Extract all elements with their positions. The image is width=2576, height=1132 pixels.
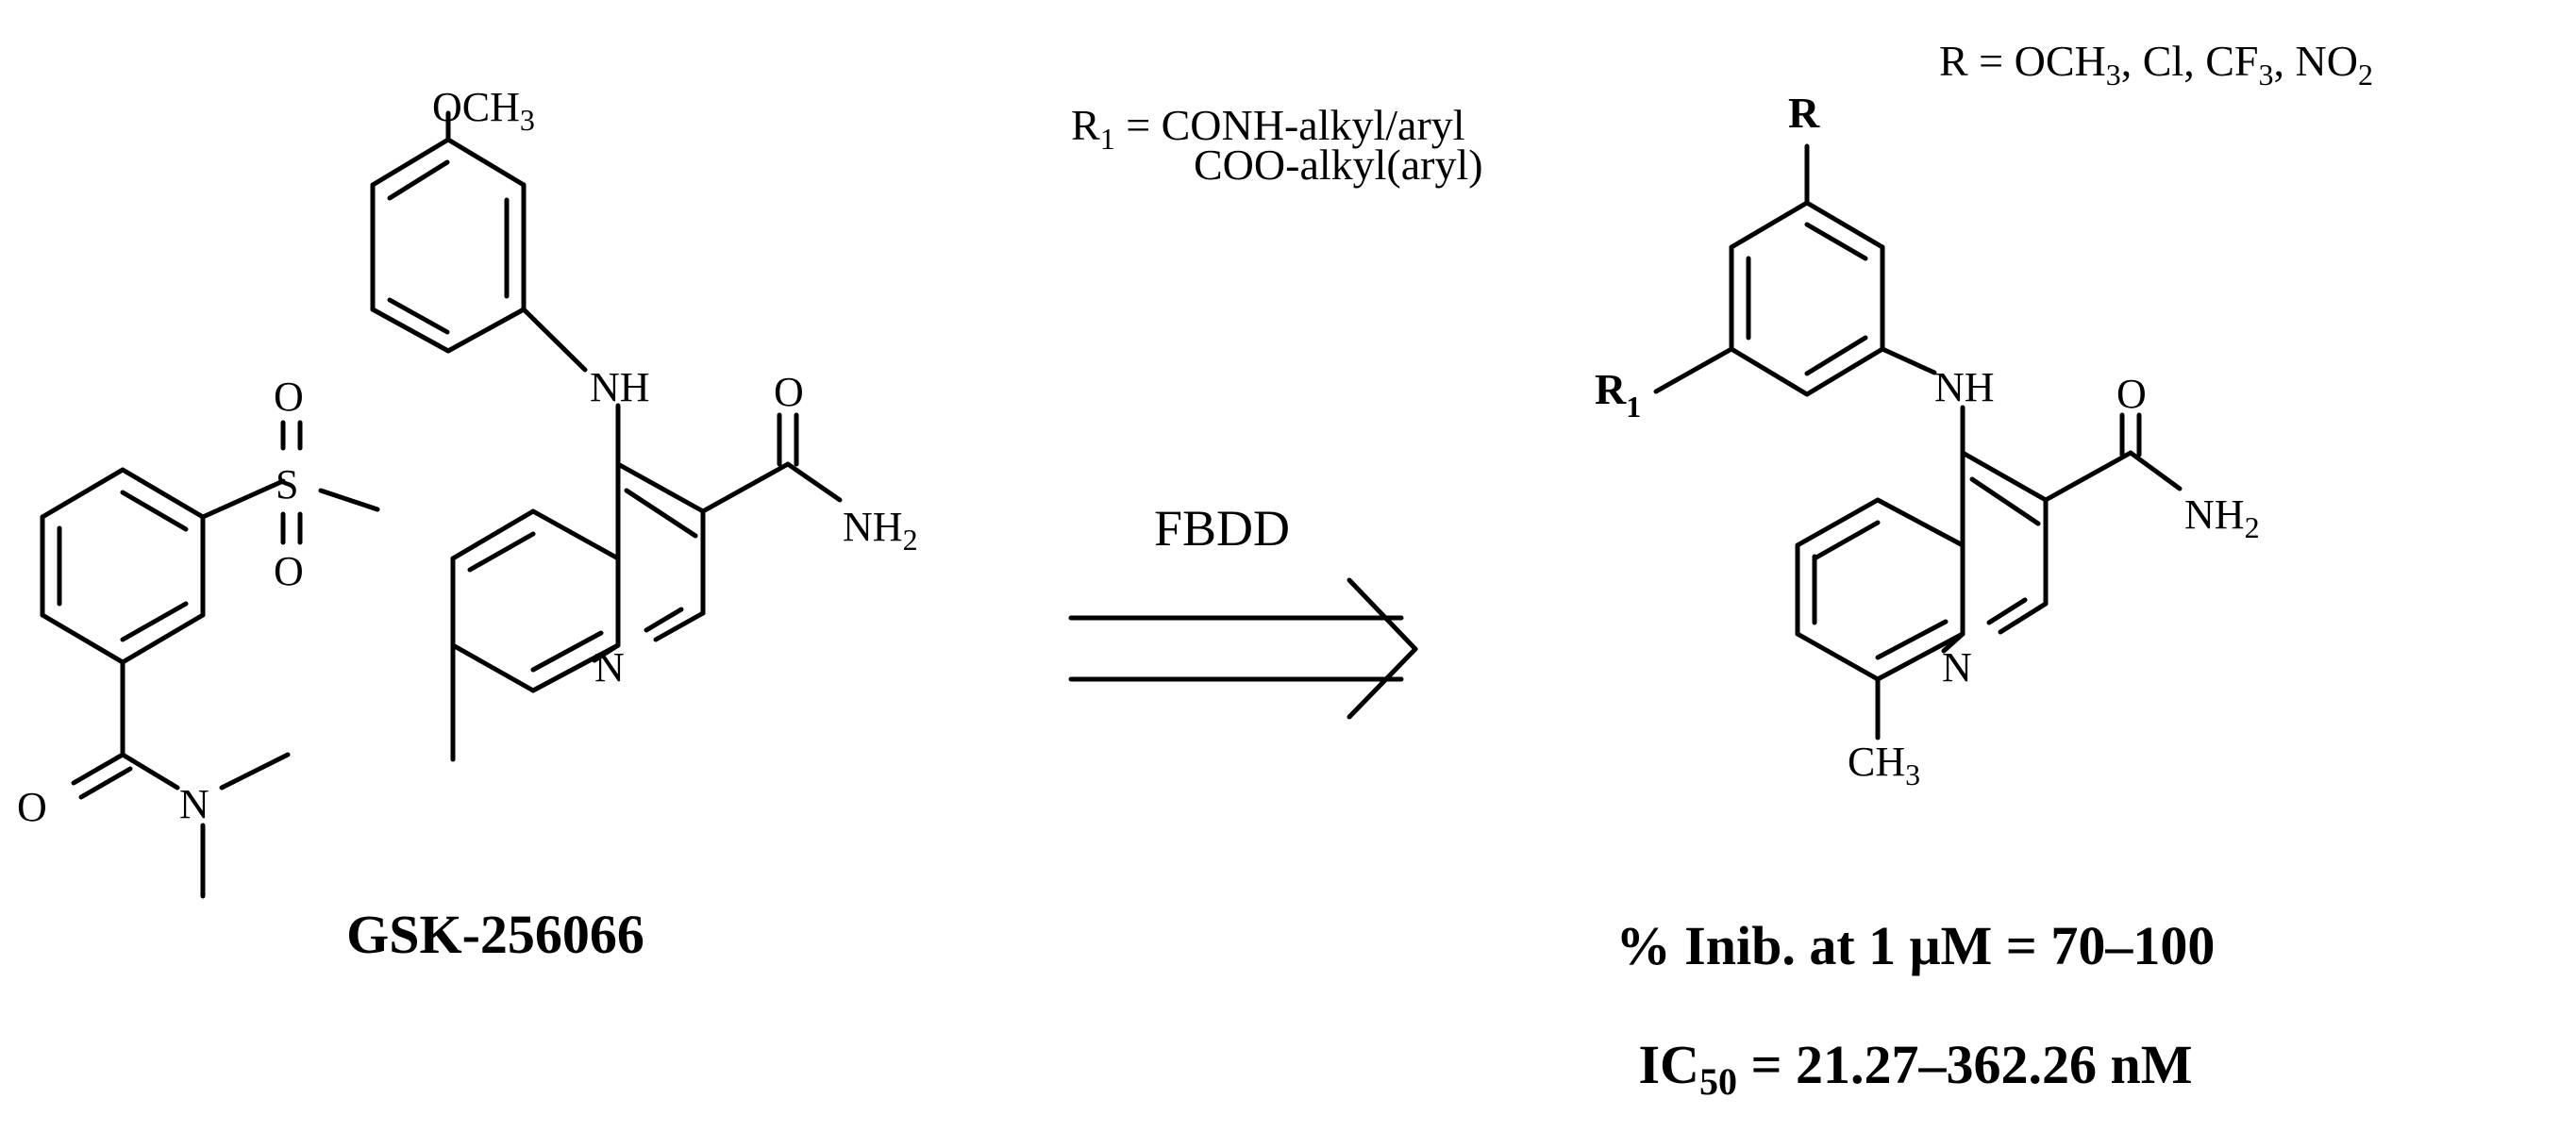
r-definition-text: R = OCH3, Cl, CF3, NO2 [1939, 37, 2373, 92]
amide-nh2-label: NH2 [843, 504, 918, 557]
dimethylamide-nitrogen-label: N [179, 781, 209, 827]
r1-substituent-label: R1 [1595, 365, 1641, 424]
right-molecule-bonds [1653, 143, 2183, 741]
right-amide-nh2-label: NH2 [2184, 491, 2260, 544]
right-methyl-label: CH3 [1848, 739, 1920, 791]
right-amine-nh-label: NH [1934, 364, 1995, 410]
amide-oxygen-label: O [774, 369, 804, 415]
quinoline-nitrogen-label: N [594, 644, 625, 691]
sulfonyl-oxygen-bottom-label: O [274, 548, 304, 594]
ic50-result: IC50 = 21.27–362.26 nM [1638, 1034, 2192, 1103]
double-arrow-shape [1068, 577, 1418, 720]
right-molecule: R R1 NH O NH2 N CH3 [1595, 89, 2260, 791]
inhibition-result: % Inib. at 1 μM = 70–100 [1616, 915, 2216, 976]
right-quinoline-nitrogen-label: N [1942, 644, 1972, 691]
r-definition: R = OCH3, Cl, CF3, NO2 [1939, 37, 2373, 92]
r-substituent-label: R [1788, 89, 1820, 137]
methoxy-label: OCH3 [432, 84, 535, 137]
amine-nh-label: NH [590, 364, 650, 410]
sulfonyl-oxygen-top-label: O [274, 374, 304, 420]
right-amide-oxygen-label: O [2116, 371, 2147, 417]
left-molecule-bonds [40, 110, 843, 899]
r1-definition: R1 = CONH-alkyl/aryl COO-alkyl(aryl) [1071, 101, 1483, 189]
retrosynthetic-arrow: FBDD [1068, 500, 1418, 720]
r1-definition-line1: R1 = CONH-alkyl/aryl [1071, 101, 1465, 156]
r1-definition-line2: COO-alkyl(aryl) [1194, 141, 1483, 189]
left-molecule: OCH3 NH O NH2 N S O O O N GSK-256066 [17, 84, 918, 965]
arrow-label: FBDD [1154, 500, 1290, 557]
activity-results: % Inib. at 1 μM = 70–100 IC50 = 21.27–36… [1616, 915, 2216, 1103]
sulfur-label: S [276, 461, 298, 508]
left-compound-name: GSK-256066 [346, 904, 644, 965]
dimethylamide-oxygen-label: O [17, 784, 47, 830]
